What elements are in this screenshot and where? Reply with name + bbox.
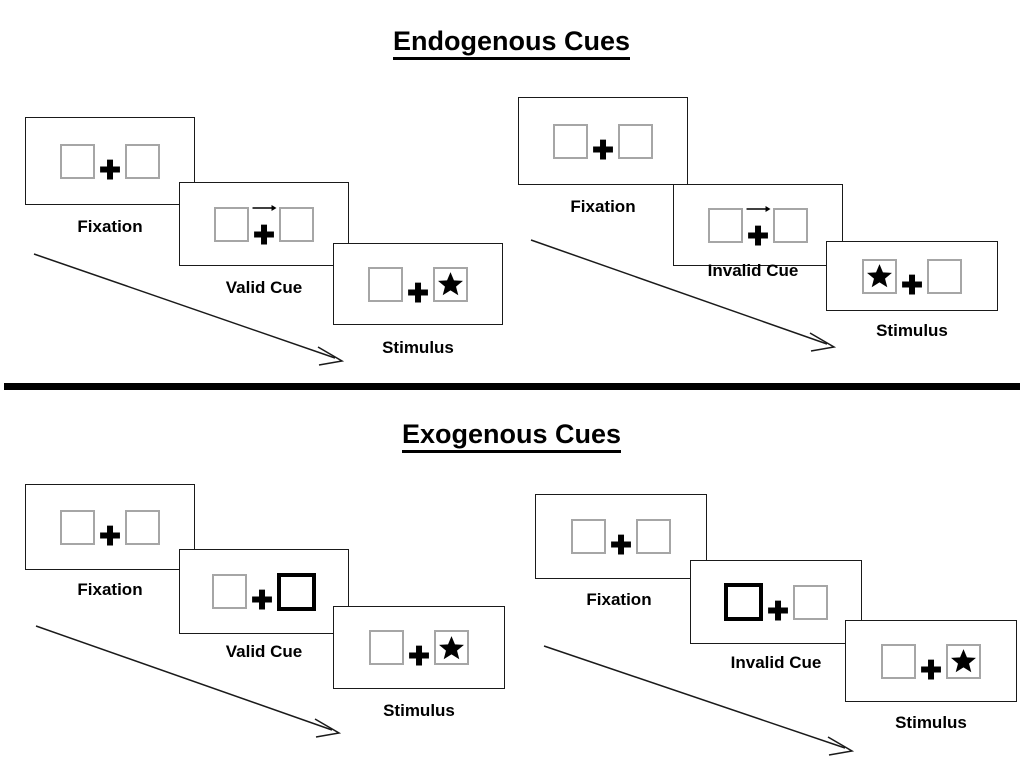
- fixation-cross-icon: ✚: [747, 220, 769, 251]
- box-right-cued: [277, 572, 316, 611]
- time-flow-arrow-icon: [33, 253, 345, 366]
- panel-content: ✚: [708, 204, 808, 251]
- panel-exo-invalid-fixation: ✚: [535, 494, 707, 579]
- caption-exo-valid-stimulus: Stimulus: [383, 701, 455, 720]
- box-left: [212, 574, 247, 609]
- caption-endo-valid-cue: Valid Cue: [225, 278, 303, 297]
- box-left: [708, 207, 743, 243]
- caption-exo-valid-cue: Valid Cue: [225, 642, 303, 661]
- section-title-exogenous: Exogenous Cues: [0, 419, 1023, 453]
- box-left: [881, 643, 916, 679]
- box-left-cued: [724, 583, 763, 621]
- fixation-cross-icon: ✚: [610, 530, 632, 560]
- panel-content: ✚: [724, 583, 828, 626]
- target-star-icon: [439, 635, 464, 659]
- box-right: [125, 509, 160, 545]
- fixation-cross-icon: ✚: [253, 219, 275, 250]
- panel-endo-valid-fixation: ✚: [25, 117, 195, 205]
- fixation-cross-icon: ✚: [901, 269, 923, 300]
- section-title-endogenous: Endogenous Cues: [0, 26, 1023, 60]
- box-right: [946, 643, 981, 679]
- fixation-cross-icon: ✚: [767, 595, 789, 626]
- cue-arrow-right-icon: [252, 205, 277, 211]
- center-slot: ✚: [588, 122, 618, 165]
- panel-endo-valid-stimulus: ✚: [333, 243, 503, 325]
- center-slot: ✚: [897, 257, 927, 300]
- center-slot: ✚: [404, 629, 434, 671]
- panel-exo-valid-stimulus: ✚: [333, 606, 505, 689]
- panel-content: ✚: [214, 203, 314, 250]
- panel-content: ✚: [571, 518, 671, 560]
- caption-exo-valid-fixation: Fixation: [77, 580, 143, 599]
- fixation-cross-icon: ✚: [920, 654, 942, 685]
- center-slot: ✚: [763, 583, 793, 626]
- section-title-exogenous-text: Exogenous Cues: [401, 419, 622, 453]
- center-slot: ✚: [916, 642, 946, 685]
- panel-content: ✚: [60, 142, 160, 185]
- panel-exo-valid-cue: ✚: [179, 549, 349, 634]
- panel-endo-invalid-cue: ✚: [673, 184, 843, 266]
- box-left: [368, 266, 403, 302]
- box-left: [571, 519, 606, 554]
- panel-endo-valid-cue: ✚: [179, 182, 349, 266]
- box-right: [793, 584, 828, 620]
- target-star-icon: [951, 649, 976, 673]
- panel-content: ✚: [553, 122, 653, 165]
- time-flow-arrow-icon: [35, 625, 342, 738]
- box-left: [553, 123, 588, 159]
- box-left: [214, 206, 249, 242]
- panel-exo-invalid-stimulus: ✚: [845, 620, 1017, 702]
- panel-content: ✚: [212, 572, 316, 615]
- panel-content: ✚: [368, 265, 468, 308]
- center-slot: ✚: [403, 265, 433, 308]
- caption-exo-invalid-fixation: Fixation: [586, 590, 652, 609]
- panel-content: ✚: [881, 642, 981, 685]
- caption-endo-invalid-cue: Invalid Cue: [707, 261, 799, 280]
- fixation-cross-icon: ✚: [251, 585, 273, 615]
- section-title-endogenous-text: Endogenous Cues: [392, 26, 630, 60]
- panel-endo-invalid-fixation: ✚: [518, 97, 688, 185]
- box-left: [60, 509, 95, 545]
- panel-exo-invalid-cue: ✚: [690, 560, 862, 644]
- box-left: [862, 258, 897, 294]
- box-right: [618, 123, 653, 159]
- cue-arrow-right-icon: [746, 206, 771, 212]
- box-right: [773, 207, 808, 243]
- fixation-cross-icon: ✚: [592, 134, 614, 165]
- panel-endo-invalid-stimulus: ✚: [826, 241, 998, 311]
- panel-content: ✚: [862, 257, 962, 300]
- panel-content: ✚: [369, 629, 469, 671]
- caption-endo-invalid-stimulus: Stimulus: [876, 321, 948, 340]
- center-slot: ✚: [95, 508, 125, 551]
- caption-endo-valid-fixation: Fixation: [77, 217, 143, 236]
- fixation-cross-icon: ✚: [99, 520, 121, 551]
- panel-content: ✚: [60, 508, 160, 551]
- box-right: [433, 266, 468, 302]
- fixation-cross-icon: ✚: [99, 154, 121, 185]
- target-star-icon: [867, 264, 892, 288]
- caption-exo-invalid-stimulus: Stimulus: [895, 713, 967, 732]
- caption-exo-invalid-cue: Invalid Cue: [730, 653, 822, 672]
- panel-exo-valid-fixation: ✚: [25, 484, 195, 570]
- caption-endo-valid-stimulus: Stimulus: [382, 338, 454, 357]
- box-left: [369, 630, 404, 665]
- target-star-icon: [438, 272, 463, 296]
- box-right: [927, 258, 962, 294]
- box-right: [636, 519, 671, 554]
- box-right: [125, 143, 160, 179]
- fixation-cross-icon: ✚: [408, 641, 430, 671]
- box-right: [279, 206, 314, 242]
- center-slot: ✚: [247, 573, 277, 615]
- fixation-cross-icon: ✚: [407, 277, 429, 308]
- box-right: [434, 630, 469, 665]
- center-slot: ✚: [95, 142, 125, 185]
- section-divider: [4, 383, 1020, 390]
- center-slot: ✚: [249, 203, 279, 250]
- box-left: [60, 143, 95, 179]
- center-slot: ✚: [606, 518, 636, 560]
- center-slot: ✚: [743, 204, 773, 251]
- caption-endo-invalid-fixation: Fixation: [570, 197, 636, 216]
